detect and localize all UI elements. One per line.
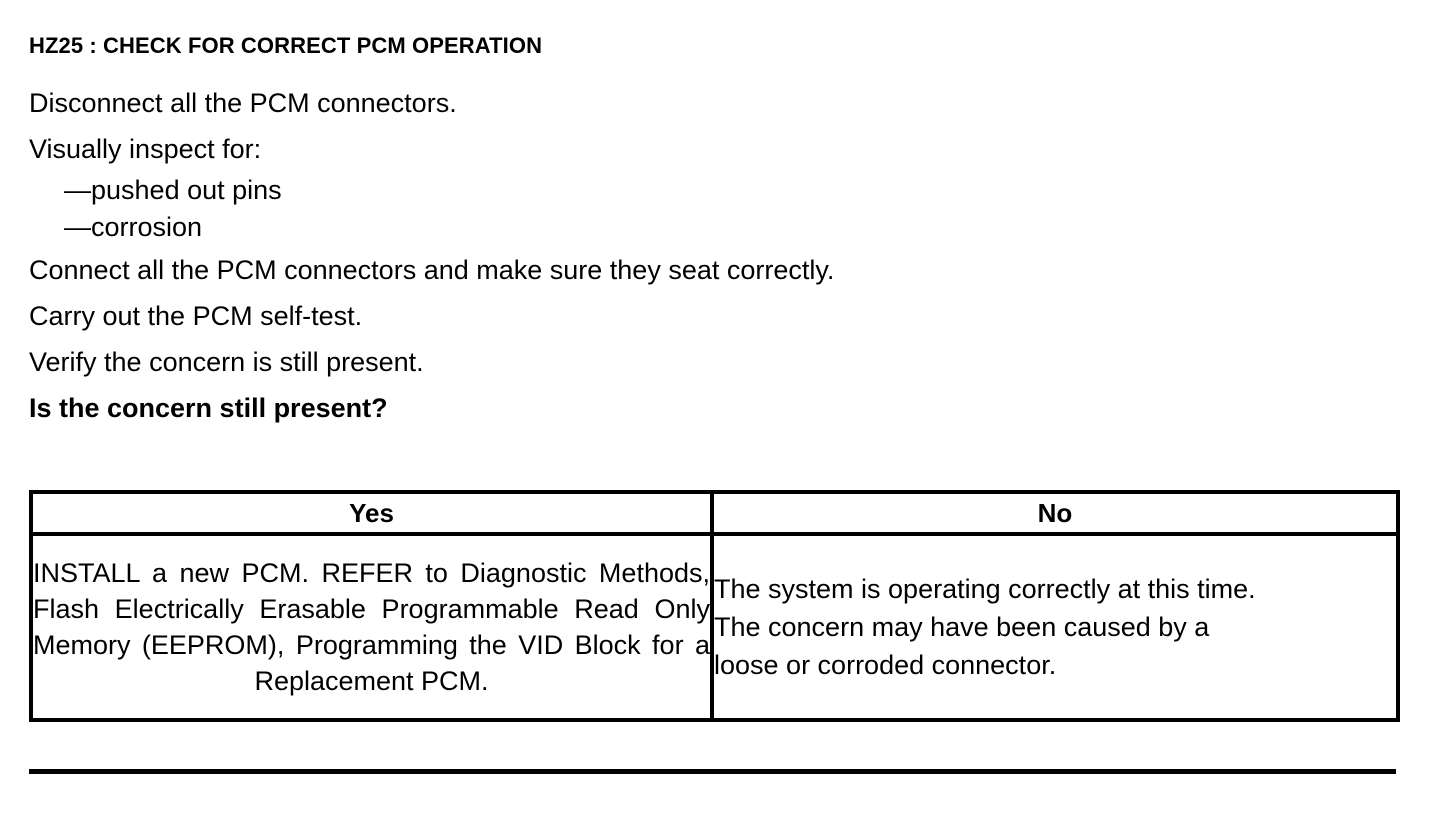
table-cell-no-line-2: The concern may have been caused by a [714, 612, 1210, 642]
table-cell-no-line-3: loose or corroded connector. [714, 650, 1057, 680]
decision-table: Yes No INSTALL a new PCM. REFER to Diagn… [29, 490, 1400, 722]
table-cell-no-action: The system is operating correctly at thi… [710, 532, 1400, 722]
instruction-line-connect: Connect all the PCM connectors and make … [29, 255, 835, 285]
page-footer-rule [29, 769, 1396, 774]
table-row: INSTALL a new PCM. REFER to Diagnostic M… [29, 532, 1400, 722]
instruction-line-verify: Verify the concern is still present. [29, 347, 424, 377]
instruction-list: Disconnect all the PCM connectors. Visua… [29, 80, 1399, 431]
table-header-yes: Yes [29, 490, 714, 536]
table-header-row: Yes No [29, 490, 1400, 536]
instruction-line-self-test: Carry out the PCM self-test. [29, 301, 363, 331]
instruction-bullet-pushed-out-pins: —pushed out pins [64, 175, 282, 205]
instruction-bullet-corrosion: —corrosion [64, 212, 203, 242]
instruction-question: Is the concern still present? [29, 393, 388, 423]
table-header-no: No [710, 490, 1400, 536]
instruction-line-visual-inspect: Visually inspect for: [29, 134, 262, 164]
table-cell-yes-action: INSTALL a new PCM. REFER to Diagnostic M… [29, 532, 714, 722]
instruction-line-disconnect: Disconnect all the PCM connectors. [29, 88, 457, 118]
table-cell-no-line-1: The system is operating correctly at thi… [714, 574, 1256, 604]
page-title: HZ25 : CHECK FOR CORRECT PCM OPERATION [29, 33, 543, 58]
